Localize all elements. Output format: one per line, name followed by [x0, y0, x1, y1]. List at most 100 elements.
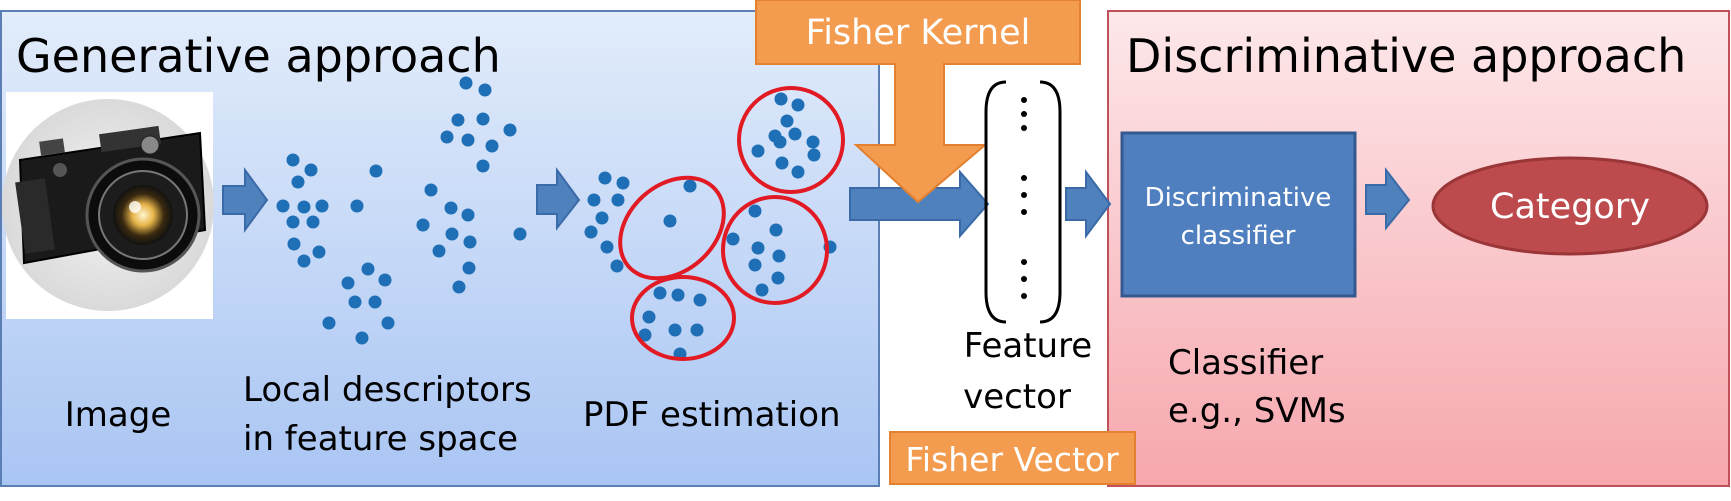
classifier-box [1120, 131, 1357, 298]
data-point [771, 271, 785, 285]
data-point [751, 241, 765, 255]
data-point [304, 163, 318, 177]
discriminative-title: Discriminative approach [1126, 29, 1686, 83]
data-point [341, 276, 355, 290]
data-point [485, 139, 499, 153]
data-point [355, 331, 369, 345]
data-point [444, 201, 458, 215]
classifier-box-line1: Discriminative [1145, 183, 1332, 213]
camera-image [2, 92, 214, 319]
data-point [306, 215, 320, 229]
data-point [361, 262, 375, 276]
data-point [788, 127, 802, 141]
data-point [462, 261, 476, 275]
data-point [445, 227, 459, 241]
right-arrow-icon [849, 169, 990, 239]
data-point [638, 328, 652, 342]
right-arrow-icon [222, 166, 269, 234]
data-point [748, 204, 762, 218]
data-point [350, 199, 364, 213]
right-arrow-icon [536, 166, 581, 231]
data-point [748, 258, 762, 272]
data-point [610, 259, 624, 273]
data-point [276, 199, 290, 213]
data-point [424, 183, 438, 197]
right-arrow-icon [1065, 169, 1112, 239]
data-point [297, 200, 311, 214]
data-point [297, 254, 311, 268]
data-point [773, 135, 787, 149]
data-point [459, 76, 473, 90]
cluster-ellipse [737, 86, 845, 194]
data-point [600, 240, 614, 254]
data-point [791, 98, 805, 112]
descriptors-caption-line1: Local descriptors [243, 370, 532, 410]
data-point [598, 171, 612, 185]
descriptors-caption-line2: in feature space [243, 419, 518, 459]
data-point [668, 323, 682, 337]
data-point [690, 323, 704, 337]
data-point [642, 310, 656, 324]
data-point [751, 144, 765, 158]
fisher-kernel-arrow [755, 0, 1081, 204]
descriptor-points [276, 76, 527, 345]
cluster-ellipses [618, 86, 845, 361]
data-point [369, 164, 383, 178]
classifier-box-line2: classifier [1181, 221, 1296, 251]
pdf-points [584, 92, 837, 361]
data-point [775, 156, 789, 170]
data-point [595, 211, 609, 225]
data-point [693, 293, 707, 307]
data-point [312, 245, 326, 259]
fisher-vector-label: Fisher Vector [905, 440, 1119, 479]
category-ellipse [1431, 156, 1709, 256]
data-point [476, 159, 490, 173]
data-point [291, 175, 305, 189]
classifier-caption-line2: e.g., SVMs [1168, 391, 1346, 431]
data-point [616, 176, 630, 190]
classifier-caption-line1: Classifier [1168, 343, 1323, 383]
data-point [452, 280, 466, 294]
data-point [683, 179, 697, 193]
cluster-ellipse [721, 195, 829, 305]
data-point [478, 83, 492, 97]
data-point [671, 288, 685, 302]
data-point [755, 283, 769, 297]
data-point [432, 244, 446, 258]
data-point [584, 225, 598, 239]
data-point [322, 316, 336, 330]
data-point [286, 215, 300, 229]
data-point [791, 165, 805, 179]
data-point [653, 286, 667, 300]
category-label: Category [1490, 187, 1650, 227]
data-point [774, 92, 788, 106]
data-point [381, 316, 395, 330]
data-point [461, 208, 475, 222]
data-point [463, 235, 477, 249]
cluster-ellipse [618, 175, 726, 281]
data-point [348, 295, 362, 309]
data-point [440, 130, 454, 144]
image-caption: Image [65, 395, 171, 435]
data-point [368, 295, 382, 309]
data-point [503, 123, 517, 137]
pdf-caption: PDF estimation [583, 395, 841, 435]
data-point [663, 214, 677, 228]
data-point [476, 112, 490, 126]
right-arrow-icon [1365, 167, 1411, 231]
data-point [451, 113, 465, 127]
cluster-ellipse [630, 275, 736, 361]
data-point [780, 114, 794, 128]
data-point [315, 199, 329, 213]
flow-arrows [222, 166, 1411, 239]
data-point [807, 148, 821, 162]
data-point [378, 273, 392, 287]
data-point [587, 193, 601, 207]
data-point [287, 237, 301, 251]
data-point [416, 218, 430, 232]
data-point [769, 223, 783, 237]
data-point [286, 153, 300, 167]
feature-vector-caption-line1: Feature [964, 326, 1092, 366]
data-point [611, 193, 625, 207]
